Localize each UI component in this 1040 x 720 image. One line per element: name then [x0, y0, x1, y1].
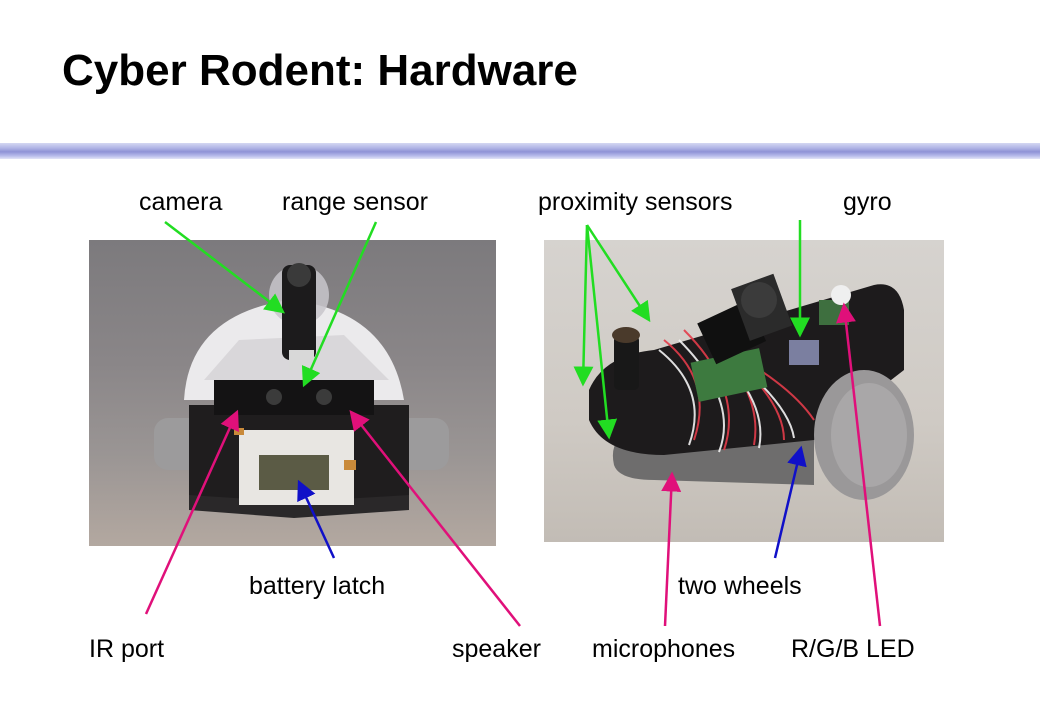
arrow-rgb-led	[836, 302, 882, 627]
label-proximity-sensors: proximity sensors	[538, 188, 733, 216]
arrow-speaker	[349, 410, 521, 627]
arrow-range-sensor	[301, 221, 378, 388]
label-ir-port: IR port	[89, 635, 165, 663]
label-battery-latch: battery latch	[249, 572, 386, 600]
label-rgb-led: R/G/B LED	[791, 635, 915, 663]
label-speaker: speaker	[452, 635, 541, 663]
arrow-ir-port	[144, 409, 239, 615]
arrow-proximity-3	[585, 224, 651, 323]
label-camera: camera	[139, 188, 223, 216]
label-microphones: microphones	[592, 635, 736, 663]
robot-front-photo	[89, 240, 496, 546]
arrow-microphones	[661, 471, 682, 627]
slide-title: Cyber Rodent: Hardware	[62, 46, 578, 95]
arrow-two-wheels	[773, 445, 807, 559]
arrow-battery-latch	[297, 479, 336, 559]
arrow-proximity-1	[573, 224, 594, 387]
title-divider	[0, 143, 1040, 159]
robot-side-photo	[544, 240, 944, 542]
label-gyro: gyro	[843, 188, 892, 216]
arrow-camera	[164, 221, 285, 314]
label-range-sensor: range sensor	[282, 188, 428, 216]
label-two-wheels: two wheels	[678, 572, 802, 600]
arrow-proximity-2	[585, 224, 618, 440]
